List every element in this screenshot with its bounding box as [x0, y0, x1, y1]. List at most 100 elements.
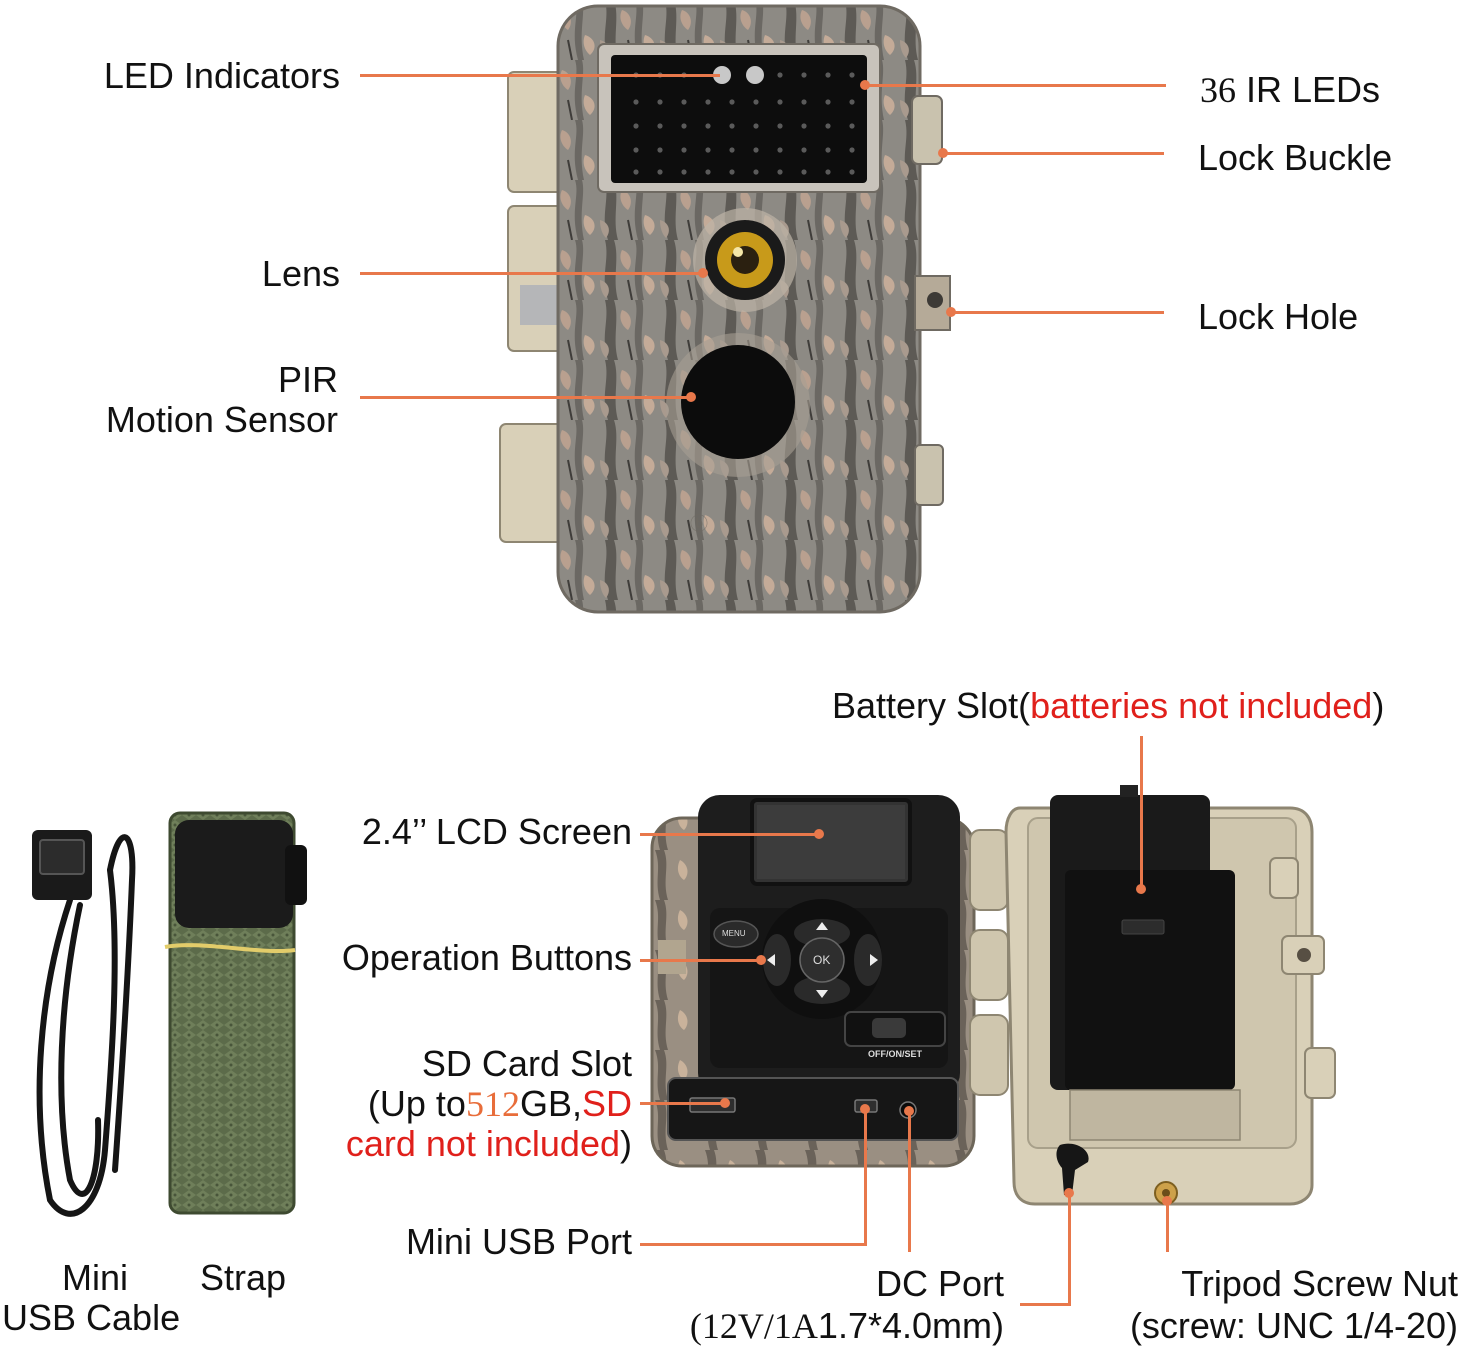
ir-led: [729, 123, 735, 129]
ir-led: [705, 123, 711, 129]
ir-led: [633, 99, 639, 105]
pir-sensor: [681, 345, 795, 459]
label-pir-line1: PIR: [277, 359, 338, 400]
ir-led: [825, 123, 831, 129]
leader-dot: [946, 307, 956, 317]
ir-led: [825, 99, 831, 105]
leader-led-indicators: [360, 74, 720, 77]
lock-buckle: [911, 95, 943, 165]
label-lock-buckle: Lock Buckle: [1198, 137, 1393, 178]
label-tripod-line2: (screw: UNC 1/4-20): [1129, 1305, 1458, 1346]
leader-lock-buckle: [942, 152, 1164, 155]
ok-button-label: OK: [813, 953, 831, 967]
leader-usb-vertical: [864, 1108, 867, 1246]
battery-suffix: ): [1372, 685, 1385, 726]
svg-text:ⓑ: ⓑ: [690, 514, 708, 534]
hinges-left: [499, 71, 565, 543]
label-dc-spec: (12V/1A1.7*4.0mm): [689, 1305, 1004, 1347]
ir-led: [633, 169, 639, 175]
leader-dot: [756, 955, 766, 965]
ir-led: [801, 99, 807, 105]
leader-dot: [720, 1098, 730, 1108]
ir-led: [825, 72, 831, 78]
ir-led: [657, 147, 663, 153]
leader-battery: [1140, 736, 1143, 888]
ir-led: [801, 169, 807, 175]
leader-lock-hole: [950, 311, 1164, 314]
label-sd-line2: (Up to512GB,SD: [367, 1083, 632, 1125]
ir-led: [777, 123, 783, 129]
leader-dot: [814, 829, 824, 839]
ir-led: [633, 147, 639, 153]
ir-led: [825, 169, 831, 175]
ir-led: [753, 147, 759, 153]
ir-led: [801, 147, 807, 153]
label-operation-buttons: Operation Buttons: [341, 937, 632, 978]
ir-led: [657, 99, 663, 105]
leader-dot: [938, 148, 948, 158]
led-indicator: [746, 66, 764, 84]
sd-unit: GB,: [519, 1083, 582, 1124]
ir-led: [753, 99, 759, 105]
label-lcd-screen: 2.4’’ LCD Screen: [361, 811, 632, 852]
switch-label: OFF/ON/SET: [868, 1049, 922, 1059]
ir-led: [753, 123, 759, 129]
ir-led: [777, 169, 783, 175]
ir-led: [729, 147, 735, 153]
menu-button-label: MENU: [722, 929, 746, 938]
dc-spec-voltage: (12V/1A: [689, 1306, 818, 1346]
label-strap: Strap: [200, 1257, 287, 1298]
ir-led: [705, 147, 711, 153]
label-lens: Lens: [261, 253, 340, 294]
leader-usb-horizontal: [640, 1243, 867, 1246]
ir-led: [777, 72, 783, 78]
label-led-indicators: LED Indicators: [103, 55, 340, 96]
led-indicator: [713, 66, 731, 84]
leader-lens: [360, 272, 702, 275]
sd-capacity: 512: [465, 1084, 520, 1124]
leader-dot: [860, 80, 870, 90]
leader-plug-vertical: [1068, 1192, 1071, 1306]
ir-led: [633, 123, 639, 129]
dc-spec-size: 1.7*4.0mm): [817, 1305, 1004, 1346]
ir-led: [753, 169, 759, 175]
ir-led: [801, 123, 807, 129]
ir-led: [825, 147, 831, 153]
ir-led: [729, 99, 735, 105]
sd-prefix: (Up to: [367, 1083, 466, 1124]
leader-buttons: [640, 959, 760, 962]
ir-led: [705, 169, 711, 175]
ir-led: [681, 99, 687, 105]
leader-sd: [640, 1102, 724, 1105]
ir-text: IR LEDs: [1246, 69, 1381, 110]
ir-led: [849, 123, 855, 129]
ir-led: [705, 99, 711, 105]
ir-led: [729, 169, 735, 175]
leader-lcd: [640, 833, 818, 836]
sd-note-1: SD: [581, 1083, 632, 1124]
label-ir-leds: 36 IR LEDs: [1200, 69, 1381, 111]
leader-dc: [908, 1110, 911, 1252]
leader-dot: [1162, 1196, 1172, 1206]
leader-dot: [904, 1106, 914, 1116]
leader-pir: [360, 396, 692, 399]
leader-dot: [686, 392, 696, 402]
label-battery-slot: Battery Slot(batteries not included): [832, 686, 1384, 726]
sd-note-2: card not included: [345, 1123, 620, 1164]
label-mini-usb-port: Mini USB Port: [405, 1221, 632, 1262]
leader-dot: [698, 268, 708, 278]
ir-led: [849, 72, 855, 78]
ir-led: [849, 147, 855, 153]
leader-dot: [1136, 884, 1146, 894]
label-dc-port: DC Port: [875, 1263, 1004, 1304]
label-cable-line1: Mini: [62, 1257, 129, 1298]
battery-prefix: Battery Slot(: [832, 685, 1031, 726]
ir-count: 36: [1200, 70, 1236, 110]
label-sd-line3: card not included): [346, 1124, 632, 1164]
label-cable-line2: USB Cable: [2, 1297, 181, 1338]
label-lock-hole: Lock Hole: [1198, 296, 1359, 337]
ir-led: [777, 147, 783, 153]
ir-led: [849, 99, 855, 105]
label-pir-line2: Motion Sensor: [105, 399, 338, 440]
